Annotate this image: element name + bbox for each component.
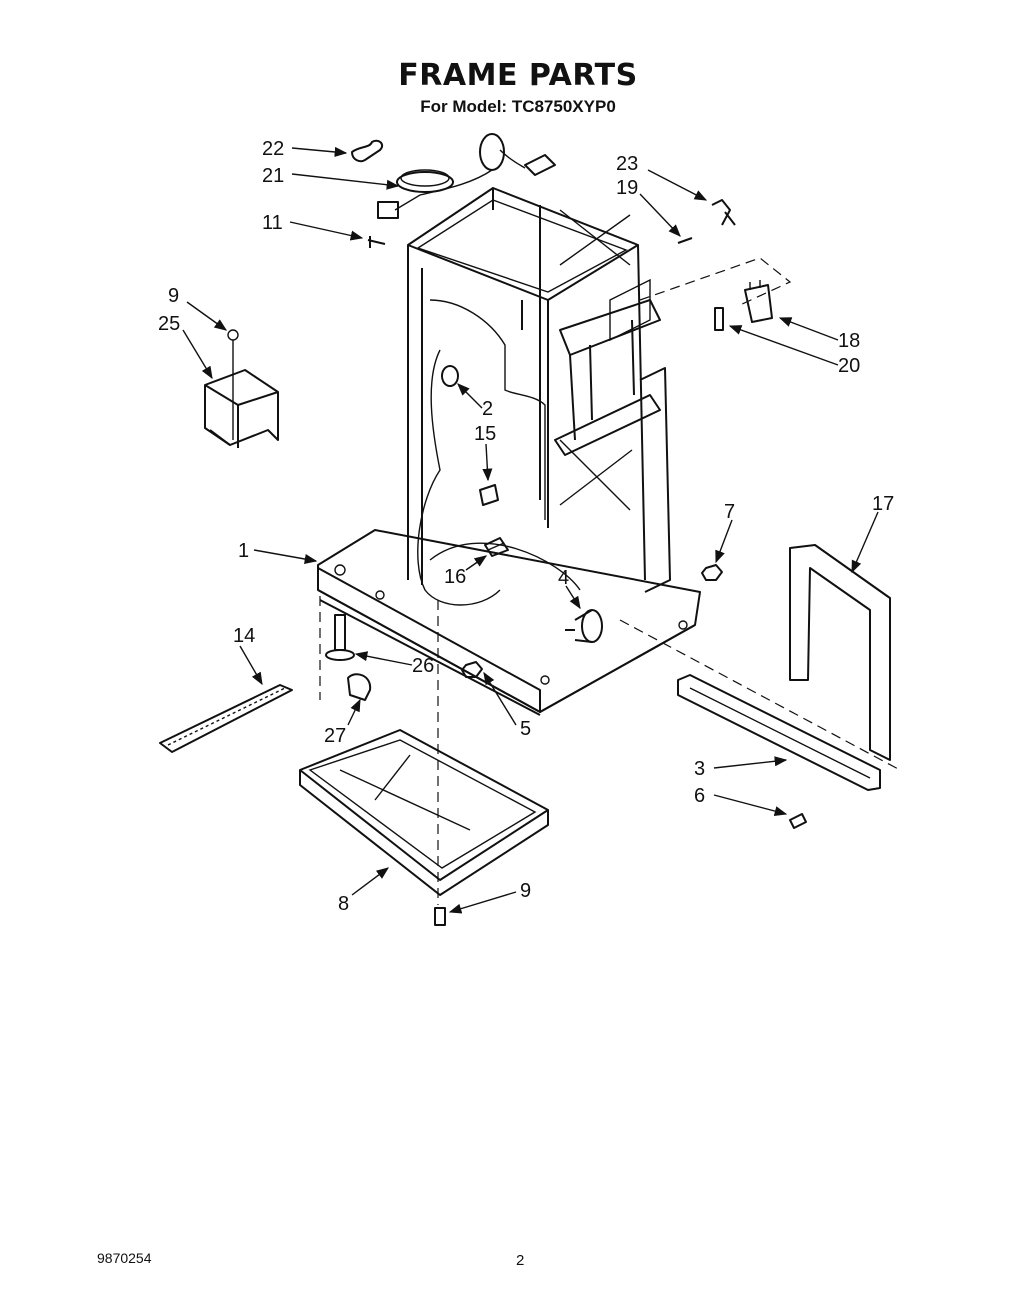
- part-14-strip: [159, 684, 293, 753]
- callout-9-bottom: 9: [520, 880, 531, 902]
- page-title: FRAME PARTS: [398, 58, 638, 93]
- page-number: 2: [516, 1252, 525, 1269]
- part-23-19-18-20: [639, 199, 792, 331]
- part-6-screw: [789, 813, 807, 829]
- part-17-panel: [789, 544, 891, 761]
- callout-16: 16: [444, 566, 466, 588]
- frame-tower: [407, 187, 671, 593]
- callout-27: 27: [324, 725, 346, 747]
- part-2-15-16: [441, 365, 509, 557]
- callout-labels: 22 21 11 9 25 23 19 18 20 2 15 1 16 4 7 …: [158, 138, 894, 915]
- callout-leaders: [182, 146, 879, 914]
- model-subtitle: For Model: TC8750XYP0: [420, 97, 616, 116]
- frame-base: [317, 349, 701, 716]
- part-8-base-pan: [299, 600, 549, 905]
- callout-19: 19: [616, 177, 638, 199]
- callout-7: 7: [724, 501, 735, 523]
- callout-18: 18: [838, 330, 860, 352]
- callout-23: 23: [616, 153, 638, 175]
- callout-14: 14: [233, 625, 255, 647]
- callout-6: 6: [694, 785, 705, 807]
- callout-26: 26: [412, 655, 434, 677]
- part-9-screw-bottom: [434, 907, 446, 926]
- callout-9-top: 9: [168, 285, 179, 307]
- callout-4: 4: [558, 567, 569, 589]
- callout-11: 11: [262, 212, 283, 234]
- callout-1: 1: [238, 540, 249, 562]
- callout-3: 3: [694, 758, 705, 780]
- callout-15: 15: [474, 423, 496, 445]
- part-11-screw: [367, 236, 386, 248]
- part-25-bracket: [204, 329, 279, 448]
- callout-20: 20: [838, 355, 860, 377]
- callout-2: 2: [482, 398, 493, 420]
- part-7-5-nuts: [461, 564, 723, 678]
- part-22-21-cord: [351, 133, 556, 219]
- document-number: 9870254: [97, 1250, 152, 1266]
- callout-22: 22: [262, 138, 284, 160]
- callout-17: 17: [872, 493, 894, 515]
- part-26-27-leg: [319, 596, 372, 701]
- callout-25: 25: [158, 313, 180, 335]
- callout-21: 21: [262, 165, 284, 187]
- callout-8: 8: [338, 893, 349, 915]
- part-4-component: [565, 609, 603, 643]
- callout-5: 5: [520, 718, 531, 740]
- part-3-rail: [619, 619, 901, 791]
